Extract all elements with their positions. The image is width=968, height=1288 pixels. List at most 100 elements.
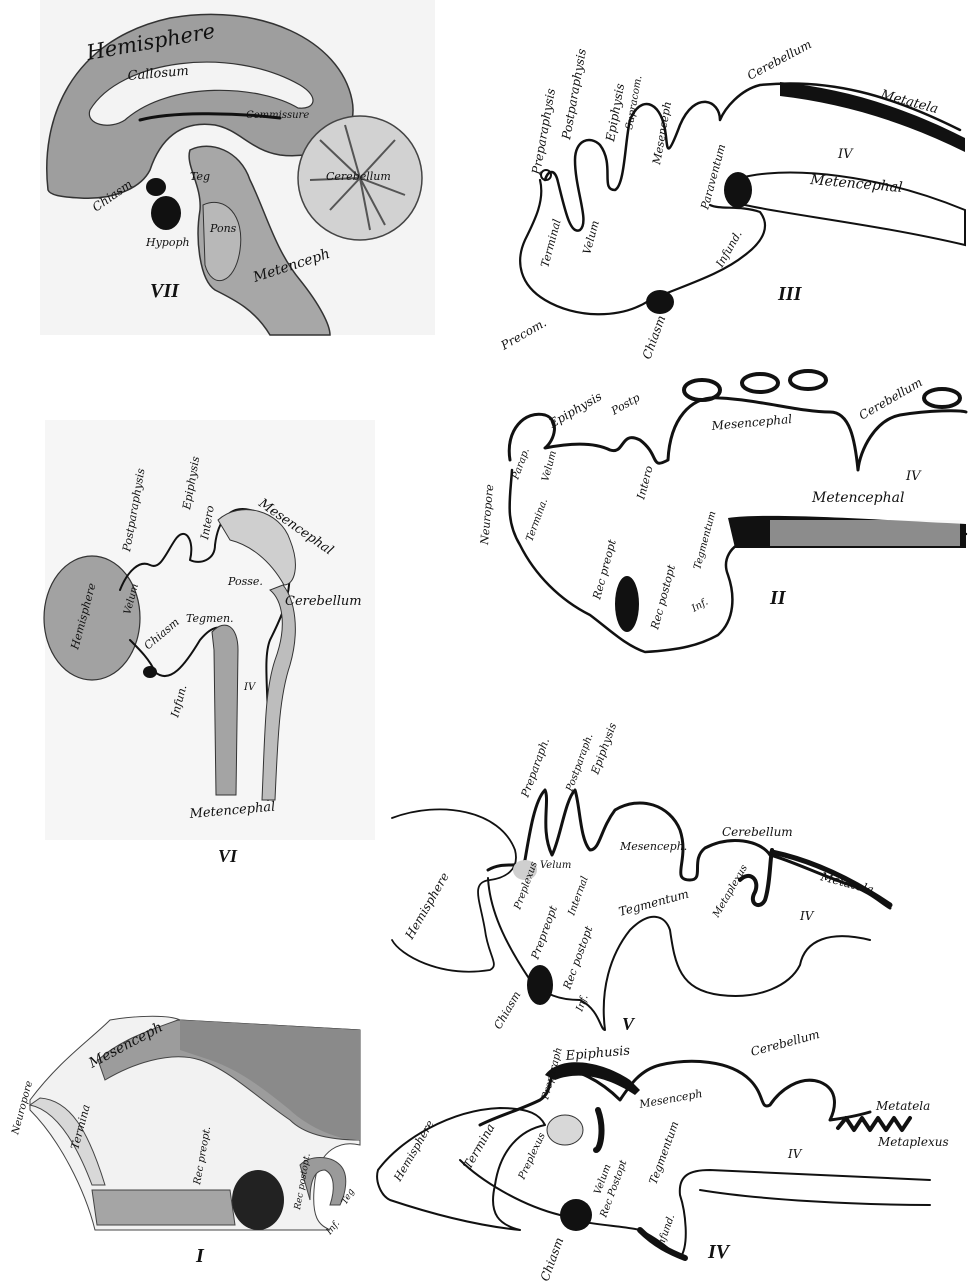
i-label-5: Inf. bbox=[324, 1219, 342, 1238]
ii-label-12: Rec postopt bbox=[648, 563, 678, 632]
vii-hypophysis bbox=[151, 196, 181, 230]
iv-label-6: Metatela bbox=[875, 1099, 930, 1113]
vii-label-4: Hypoph bbox=[145, 236, 190, 249]
figure-V: Preparaph. Postparaph. Epiphysis Mesence… bbox=[392, 721, 890, 1034]
v-label-13: Rec postopt bbox=[560, 924, 595, 992]
v-label-11: Metatela bbox=[818, 869, 875, 897]
iv-numeral: IV bbox=[707, 1241, 731, 1263]
iv-preplexus-stipple bbox=[547, 1115, 583, 1145]
v-label-8: Internal bbox=[566, 875, 591, 918]
vii-chiasm bbox=[146, 178, 166, 196]
vii-numeral: VII bbox=[150, 280, 180, 302]
v-label-10: Metaplexus bbox=[711, 863, 750, 920]
ii-label-5: Cerebellum bbox=[857, 375, 925, 422]
i-floor bbox=[92, 1190, 235, 1225]
vi-label-11: IV bbox=[243, 682, 257, 693]
iv-label-2: Cerebellum bbox=[749, 1027, 821, 1059]
v-label-2: Epiphysis bbox=[588, 721, 619, 777]
ii-numeral: II bbox=[769, 587, 787, 609]
ii-metencephal-stipple bbox=[770, 520, 960, 546]
ii-label-8: Intero bbox=[634, 464, 656, 502]
vi-numeral: VI bbox=[218, 846, 238, 866]
iv-label-8: Preplexus bbox=[516, 1131, 548, 1182]
iv-chiasm-blob bbox=[560, 1199, 592, 1231]
iv-label-5: Mesenceph bbox=[637, 1087, 703, 1111]
ii-ring-3 bbox=[790, 371, 826, 389]
iv-label-4: Termina bbox=[460, 1121, 497, 1171]
figure-I: Mesenceph Neuropore Termina Rec preopt. … bbox=[10, 1016, 360, 1267]
iv-label-0: Epiphusis bbox=[564, 1043, 631, 1064]
v-label-0: Preparaph. bbox=[518, 736, 552, 800]
iii-chiasm-blob bbox=[646, 290, 674, 314]
iv-floor bbox=[460, 1160, 930, 1258]
figure-VII: Hemisphere Callosum Commissure Chiasm Hy… bbox=[40, 0, 435, 335]
iii-numeral: III bbox=[777, 283, 803, 305]
ii-label-10: Metencephal bbox=[811, 490, 904, 506]
v-label-4: Cerebellum bbox=[722, 825, 793, 839]
v-chiasm-blob bbox=[527, 965, 553, 1005]
vii-label-7: Cerebellum bbox=[326, 170, 391, 183]
iii-metatela-thick bbox=[780, 82, 965, 152]
iii-label-14: Chiasm bbox=[640, 314, 669, 362]
vii-label-5: Teg bbox=[190, 170, 210, 183]
i-chiasm-blob bbox=[232, 1170, 284, 1230]
ii-label-9: IV bbox=[905, 469, 922, 484]
v-label-6: Velum bbox=[540, 860, 571, 871]
iv-metaplexus bbox=[838, 1118, 910, 1130]
ii-label-6: Velum bbox=[540, 450, 559, 483]
ii-label-4: Mesencephal bbox=[710, 412, 793, 433]
iii-paraventum-blob bbox=[724, 172, 752, 208]
iv-floor-lower bbox=[700, 1190, 930, 1205]
vii-label-6: Pons bbox=[209, 222, 237, 235]
vi-label-9: Cerebellum bbox=[285, 594, 362, 609]
iv-label-3: Hemisphere bbox=[391, 1118, 437, 1185]
v-label-5: Hemisphere bbox=[402, 870, 452, 942]
iv-label-14: Infund. bbox=[654, 1213, 677, 1252]
vi-label-7: Posse. bbox=[227, 575, 263, 588]
iii-label-10: IV bbox=[837, 147, 854, 162]
figure-VI: Postparaphysis Epiphysis Intero Mesencep… bbox=[44, 420, 375, 866]
ii-label-2: Neuropore bbox=[478, 483, 496, 546]
figure-III: Preparaphysis Postparaphysis Epiphysis S… bbox=[498, 37, 965, 361]
ii-ring-4 bbox=[924, 389, 960, 407]
iii-label-12: Infund. bbox=[713, 228, 745, 270]
iii-label-0: Preparaphysis bbox=[529, 87, 558, 176]
v-roof bbox=[488, 790, 890, 908]
ii-label-7: Termina. bbox=[524, 497, 550, 543]
v-label-12: Prepreopt bbox=[528, 903, 560, 962]
ii-label-11: Rec preopt bbox=[590, 538, 619, 602]
ii-ring-2 bbox=[742, 374, 778, 392]
ii-label-0: Epiphysis bbox=[546, 389, 605, 431]
iv-velum bbox=[596, 1110, 602, 1150]
iii-label-5: Cerebellum bbox=[745, 37, 814, 83]
iv-label-12: IV bbox=[787, 1147, 803, 1161]
v-label-14: Chiasm bbox=[491, 989, 523, 1032]
vi-chiasm-blob bbox=[143, 666, 157, 678]
figure-IV: Epiphusis Preparaph Cerebellum Hemispher… bbox=[377, 1027, 949, 1283]
iii-label-13: Precom. bbox=[498, 315, 549, 353]
v-label-9: Tegmentum bbox=[617, 887, 690, 919]
iv-label-7: Metaplexus bbox=[877, 1135, 949, 1149]
iv-label-11: Tegmentum bbox=[647, 1120, 682, 1186]
iii-label-3: Supracom. bbox=[624, 75, 644, 131]
vi-tegmentum bbox=[212, 625, 238, 795]
ii-label-3: Parap. bbox=[510, 447, 532, 482]
ii-label-14: Inf. bbox=[689, 597, 710, 615]
v-numeral: V bbox=[622, 1014, 636, 1034]
i-numeral: I bbox=[195, 1245, 205, 1267]
vi-label-8: Tegmen. bbox=[186, 612, 234, 625]
ii-chiasm-blob bbox=[615, 576, 639, 632]
iii-label-4: Mesenceph bbox=[650, 100, 674, 166]
iv-label-13: Chiasm bbox=[538, 1236, 567, 1284]
ii-label-13: Tegmentum bbox=[692, 510, 718, 571]
iii-label-2: Epiphysis bbox=[603, 82, 627, 143]
v-label-3: Mesenceph. bbox=[619, 840, 687, 853]
ii-label-1: Postp bbox=[608, 391, 642, 418]
v-label-15: Inf. bbox=[574, 993, 590, 1014]
vii-label-2: Commissure bbox=[246, 110, 309, 121]
figure-II: Epiphysis Postp Neuropore Parap. Mesence… bbox=[478, 371, 966, 652]
iii-label-7: Terminal bbox=[538, 217, 563, 269]
v-hemisphere bbox=[392, 809, 516, 971]
